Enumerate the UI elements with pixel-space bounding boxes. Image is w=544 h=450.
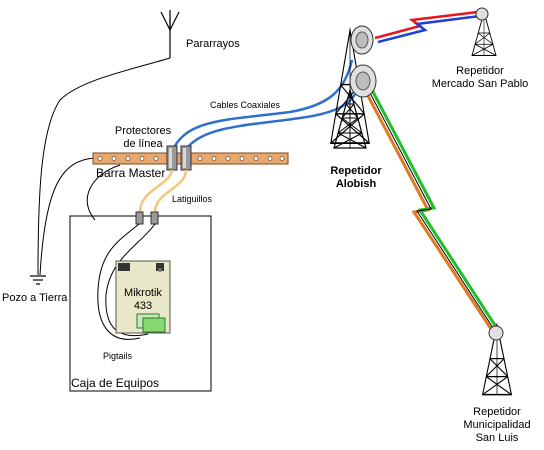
dish-icon-alobish-top xyxy=(350,25,374,55)
label-rep-sanluis-line2: Municipalidad xyxy=(463,419,531,431)
label-pozo-a-tierra: Pozo a Tierra xyxy=(2,292,68,304)
label-barra-master: Barra Master xyxy=(96,166,166,180)
link-san-luis xyxy=(364,89,502,336)
label-pararrayos: Pararrayos xyxy=(186,38,240,50)
ground-wires xyxy=(37,57,171,276)
ground-icon xyxy=(30,275,46,285)
label-repetidor-san-pablo: Repetidor Mercado San Pablo xyxy=(424,65,536,91)
connectors xyxy=(135,211,159,225)
label-pigtails: Pigtails xyxy=(103,351,133,361)
mikrotik-board xyxy=(115,260,171,334)
label-rep-sanpablo-line2: Mercado San Pablo xyxy=(431,78,529,90)
label-rep-sanluis-line3: San Luis xyxy=(475,432,519,444)
label-cables-coaxiales: Cables Coaxiales xyxy=(210,100,281,110)
label-mikrotik-line1: Mikrotik xyxy=(124,287,162,299)
label-repetidor-alobish: Repetidor Alobish xyxy=(316,165,396,191)
label-mikrotik: Mikrotik 433 xyxy=(118,287,168,313)
label-repetidor-san-luis: Repetidor Municipalidad San Luis xyxy=(454,406,540,445)
antenna-icon xyxy=(160,10,180,58)
pigtails xyxy=(97,223,156,340)
dish-icon-san-luis xyxy=(488,325,504,341)
link-san-pablo xyxy=(374,10,481,44)
dish-icon-alobish-bottom xyxy=(349,64,377,98)
label-rep-sanpablo-line1: Repetidor xyxy=(456,65,504,77)
label-protectores: Protectores de línea xyxy=(108,125,178,151)
label-caja-de-equipos: Caja de Equipos xyxy=(71,376,160,390)
dish-icon-san-pablo xyxy=(475,7,489,21)
latiguillos xyxy=(138,169,188,213)
label-latiguillos: Latiguillos xyxy=(172,194,213,204)
label-protectores-line1: Protectores xyxy=(114,125,172,137)
label-rep-alobish-line2: Alobish xyxy=(335,178,377,190)
label-rep-sanluis-line1: Repetidor xyxy=(473,406,521,418)
label-mikrotik-line2: 433 xyxy=(133,300,153,312)
label-rep-alobish-line1: Repetidor xyxy=(330,165,382,177)
label-protectores-line2: de línea xyxy=(123,138,163,150)
